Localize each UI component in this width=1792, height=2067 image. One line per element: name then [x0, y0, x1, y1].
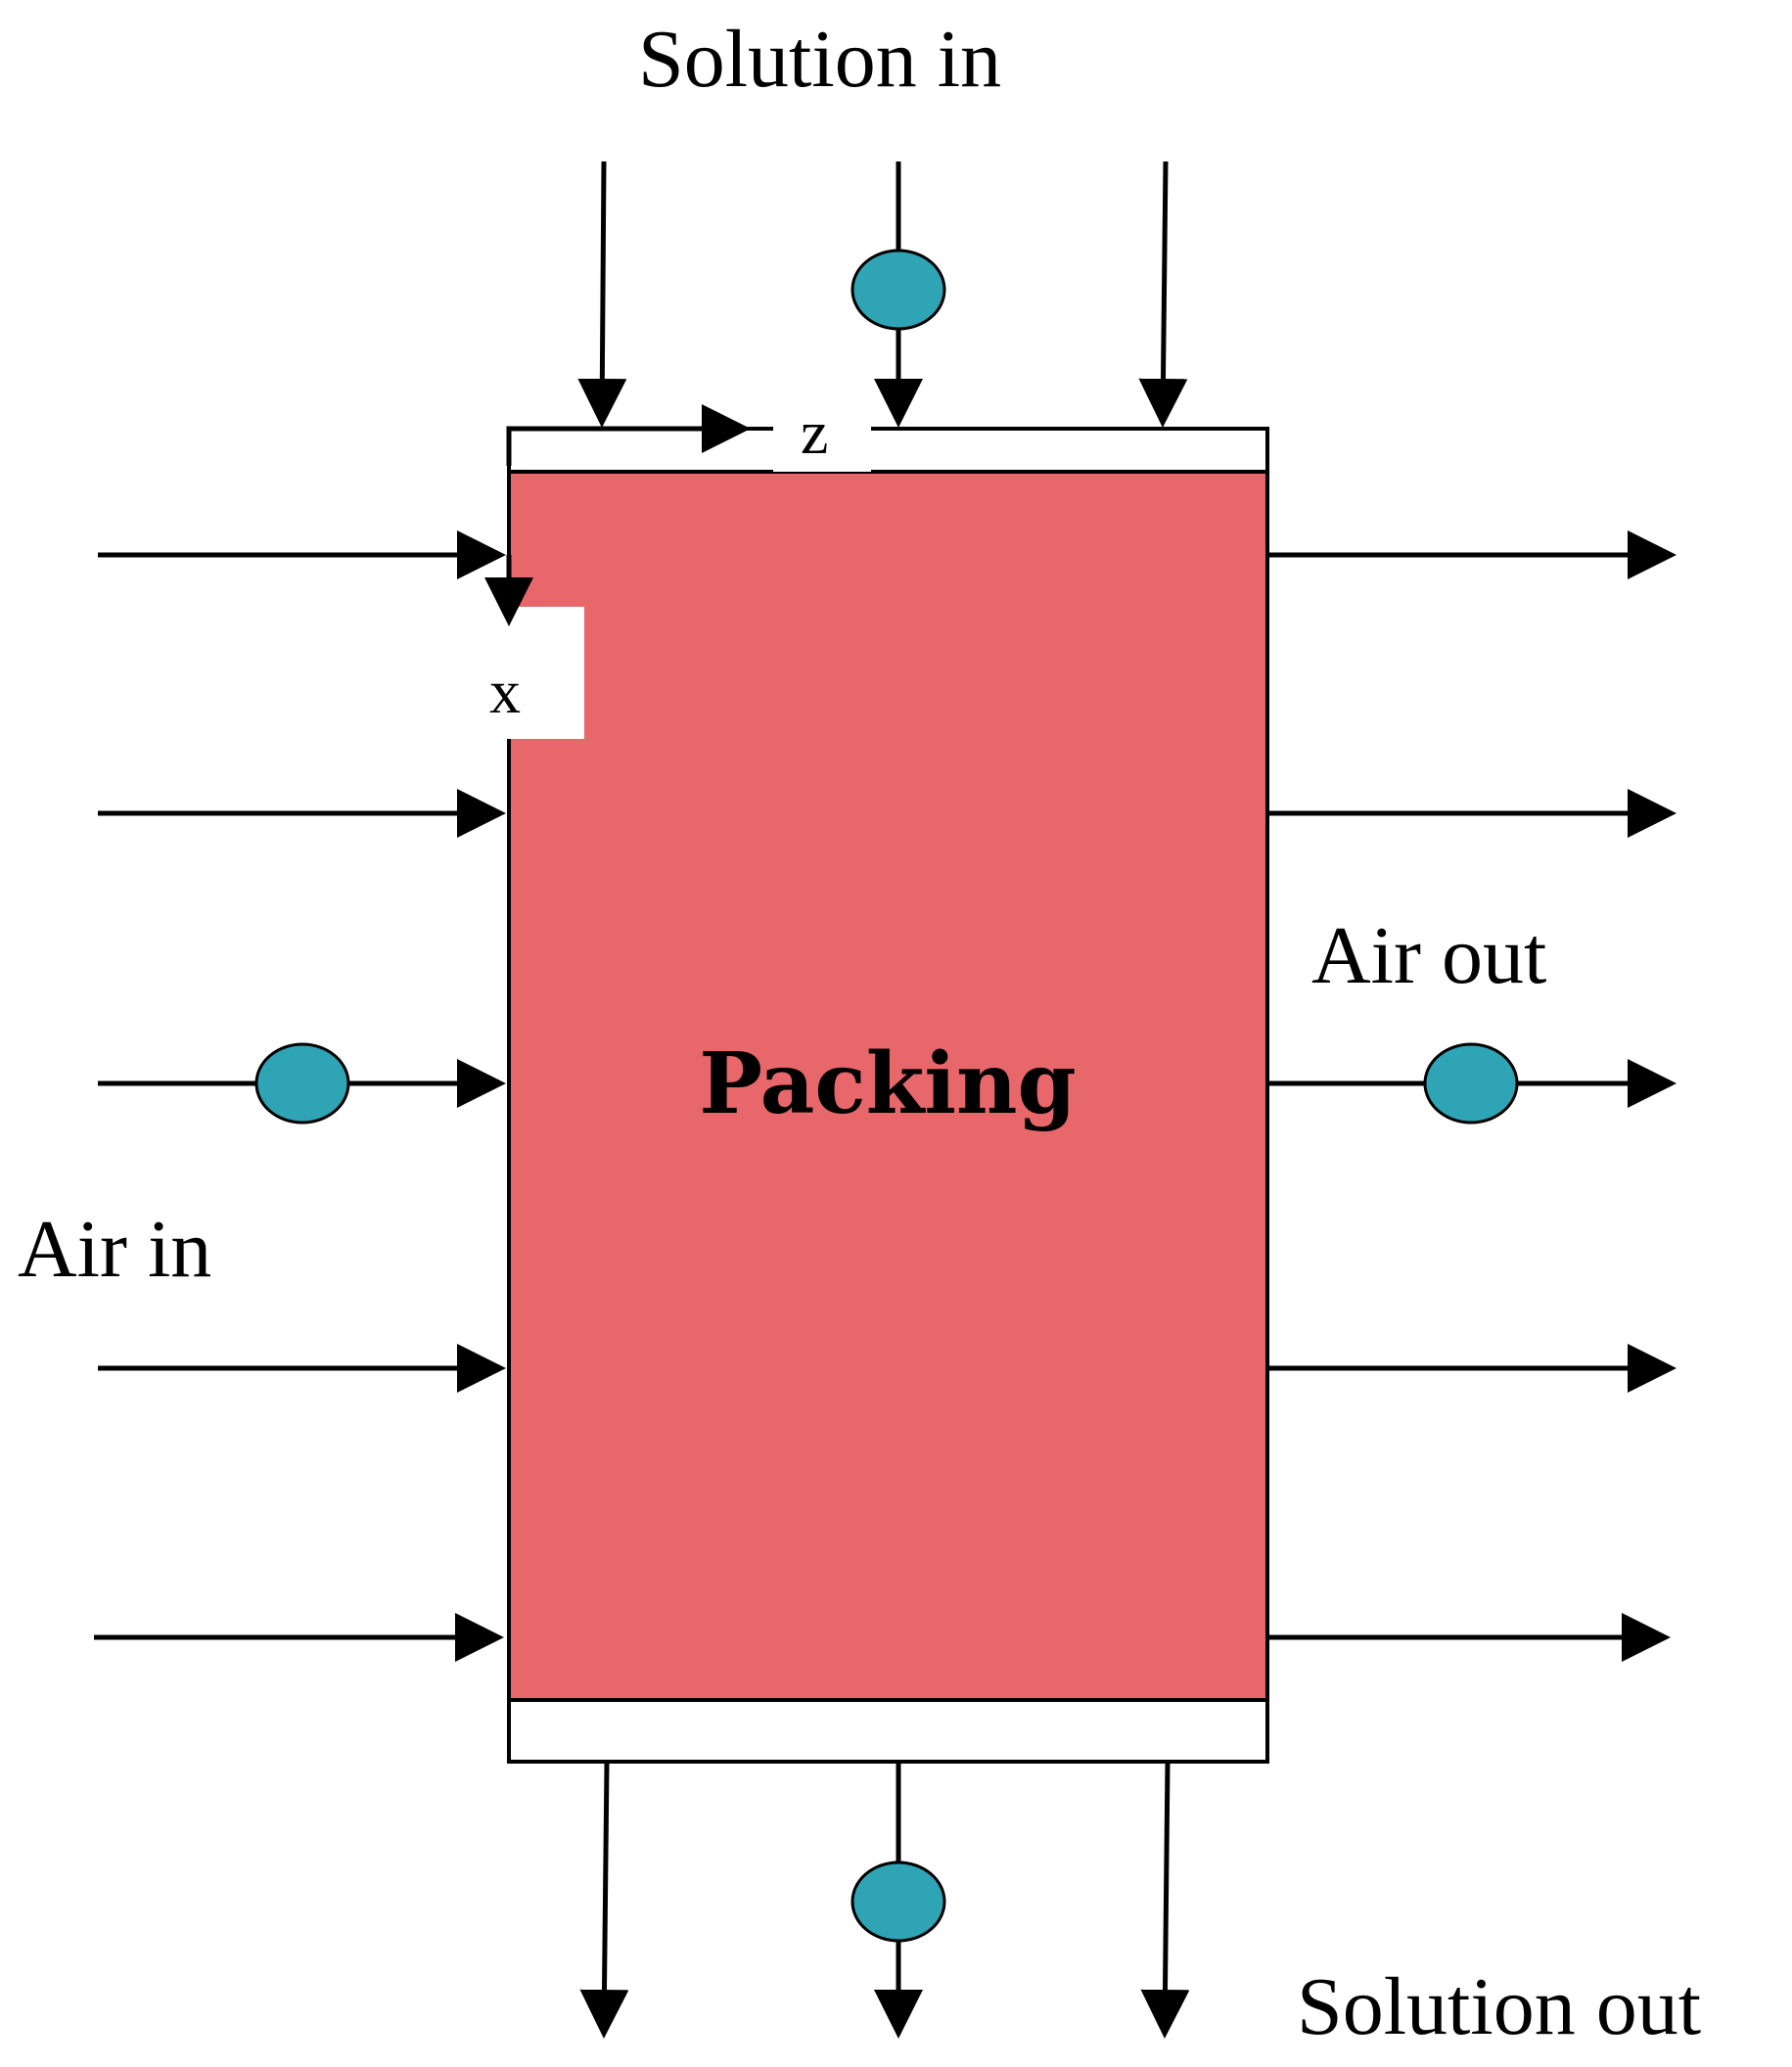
z-axis-label: z	[801, 397, 828, 467]
solution-in-arrow-right	[1138, 161, 1188, 428]
solution-in-arrow-left	[577, 161, 627, 428]
air-out-label: Air out	[1311, 910, 1546, 1001]
solution-out-sensor	[850, 1860, 946, 1943]
air-in-sensor	[254, 1042, 350, 1125]
solution-out-arrow-right	[1140, 1763, 1190, 2039]
air-in-label: Air in	[18, 1204, 211, 1295]
z-axis-arrow	[506, 404, 751, 466]
top-distributor	[507, 427, 1269, 474]
packing-block	[507, 470, 1269, 1702]
packing-label: Packing	[699, 1034, 1076, 1133]
z-label-background	[773, 401, 871, 472]
solution-in-label: Solution in	[638, 14, 1001, 105]
x-axis-label: x	[489, 657, 521, 726]
solution-out-arrow-left	[579, 1763, 629, 2039]
air-out-sensor	[1423, 1042, 1519, 1125]
solution-in-sensor	[850, 249, 946, 331]
solution-out-label: Solution out	[1297, 1961, 1701, 2052]
x-label-background	[480, 607, 584, 739]
bottom-collector	[507, 1698, 1269, 1764]
